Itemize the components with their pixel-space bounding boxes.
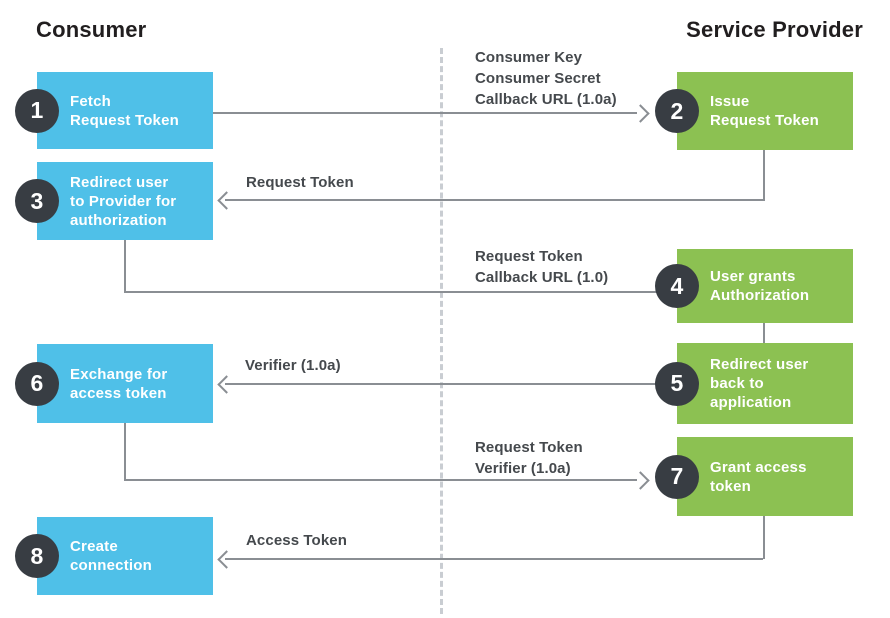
step-5-box: 5 Redirect user back to application [655, 343, 853, 424]
step-number: 2 [670, 97, 684, 124]
arrow-line-3-to-4 [124, 291, 657, 293]
step-title-line: Redirect user [70, 173, 169, 191]
message-line: Callback URL (1.0) [475, 269, 609, 286]
step-7-box: 7 Grant access token [655, 437, 853, 516]
connector-7-down [763, 516, 765, 559]
step-number: 6 [30, 370, 44, 396]
message-line: Verifier (1.0a) [245, 357, 341, 374]
message-line: Callback URL (1.0a) [475, 91, 617, 108]
message-label-3: Request Token Callback URL (1.0) [475, 246, 608, 288]
step-title-line: Request Token [70, 111, 180, 129]
message-line: Request Token [475, 248, 583, 265]
consumer-column-header: Consumer [36, 17, 147, 42]
step-number: 4 [670, 272, 684, 299]
message-line: Request Token [475, 439, 583, 456]
connector-4-to-5 [763, 323, 765, 343]
message-line: Access Token [246, 532, 347, 549]
step-number: 8 [30, 542, 44, 569]
step-title-line: application [710, 394, 792, 411]
message-line: Verifier (1.0a) [475, 460, 571, 477]
service-provider-column-header: Service Provider [686, 17, 863, 42]
step-title-line: Fetch [70, 92, 112, 110]
step-3-box: 3 Redirect user to Provider for authoriz… [15, 162, 213, 240]
arrow-line-7-to-8 [225, 558, 763, 560]
step-2-number-badge: 2 [655, 89, 699, 133]
step-8-number-badge: 8 [15, 534, 59, 578]
step-title-line: connection [70, 557, 153, 574]
arrowhead-right-icon [631, 104, 650, 123]
step-title-line: Create [70, 538, 118, 555]
arrowhead-right-icon [631, 471, 650, 490]
step-title-line: back to [710, 375, 764, 392]
step-8-box: 8 Create connection [15, 517, 213, 595]
step-title-line: Grant access [710, 458, 807, 476]
message-label-4: Verifier (1.0a) [245, 355, 341, 376]
step-title-line: User grants [710, 268, 796, 285]
arrowhead-left-icon [217, 550, 236, 569]
message-label-6: Access Token [246, 530, 347, 551]
step-number: 1 [30, 97, 44, 123]
step-title-line: Authorization [710, 287, 810, 304]
step-title-line: token [710, 477, 752, 495]
step-title-line: to Provider for [70, 192, 177, 210]
message-line: Request Token [246, 174, 354, 191]
lifeline-divider [440, 48, 443, 614]
step-number: 7 [670, 463, 684, 489]
step-4-box: 4 User grants Authorization [655, 249, 853, 323]
message-line: Consumer Secret [475, 70, 601, 87]
step-title-line: authorization [70, 211, 167, 229]
step-title-line: Request Token [710, 112, 820, 129]
step-3-number-badge: 3 [15, 179, 59, 223]
step-number: 5 [670, 370, 684, 396]
connector-3-down [124, 240, 126, 292]
message-label-1: Consumer Key Consumer Secret Callback UR… [475, 47, 617, 110]
arrow-line-5-to-6 [225, 383, 656, 385]
step-4-number-badge: 4 [655, 264, 699, 308]
arrowhead-left-icon [217, 375, 236, 394]
step-title-line: access token [70, 384, 167, 402]
step-6-box: 6 Exchange for access token [15, 344, 213, 423]
step-title-line: Exchange for [70, 365, 168, 383]
step-5-number-badge: 5 [655, 361, 699, 406]
step-6-number-badge: 6 [15, 361, 59, 406]
step-number: 3 [30, 187, 44, 214]
arrow-line-2-to-3 [225, 199, 765, 201]
step-1-number-badge: 1 [15, 88, 59, 133]
arrow-line-6-to-7 [124, 479, 637, 481]
connector-6-down [124, 423, 126, 480]
step-title-line: Redirect user [710, 356, 809, 373]
arrow-line-1-to-2 [213, 112, 637, 114]
message-label-2: Request Token [246, 172, 354, 193]
step-1-box: 1 Fetch Request Token [15, 72, 213, 149]
step-2-box: 2 Issue Request Token [655, 72, 853, 150]
arrowhead-left-icon [217, 191, 236, 210]
message-line: Consumer Key [475, 49, 583, 66]
message-label-5: Request Token Verifier (1.0a) [475, 437, 583, 479]
step-7-number-badge: 7 [655, 454, 699, 499]
connector-2-down [763, 150, 765, 200]
step-title-line: Issue [710, 93, 750, 110]
